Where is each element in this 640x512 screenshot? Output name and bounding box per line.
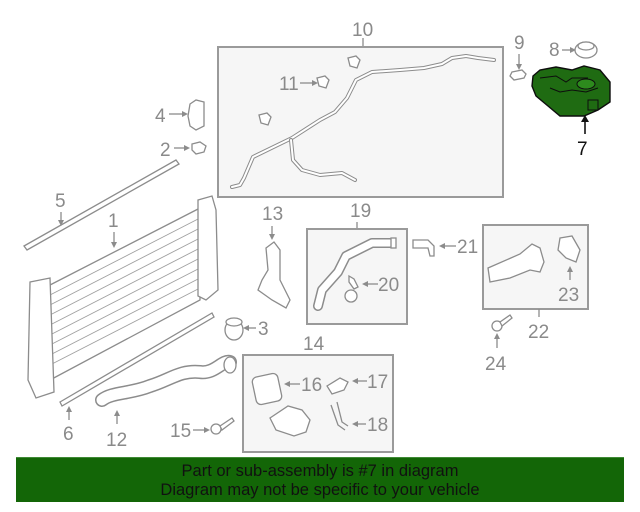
clip-icon [258, 55, 361, 126]
part-12-lower-hose[interactable]: 12 [95, 354, 237, 451]
banner-disclaimer: Diagram may not be specific to your vehi… [160, 481, 480, 499]
callout-22[interactable]: 22 [528, 322, 549, 343]
callout-4[interactable]: 4 [155, 106, 166, 127]
callout-1[interactable]: 1 [108, 211, 119, 232]
callout-14[interactable]: 14 [303, 334, 325, 355]
callout-15[interactable]: 15 [170, 421, 191, 442]
callout-11[interactable]: 11 [279, 74, 299, 95]
callout-12[interactable]: 12 [106, 430, 127, 451]
part-4-bracket[interactable]: 4 [155, 99, 205, 131]
part-8-cap[interactable]: 8 [549, 40, 598, 61]
group-22-thermostat-housing: 23 22 [482, 224, 589, 343]
callout-21[interactable]: 21 [457, 237, 478, 258]
callout-18[interactable]: 18 [367, 415, 388, 436]
part-5-seal[interactable]: 5 [23, 159, 180, 251]
callout-5[interactable]: 5 [55, 191, 66, 212]
part-13-outlet[interactable]: 13 [257, 204, 291, 309]
part-2-isolator[interactable]: 2 [160, 140, 207, 161]
group-10-hose-assembly: 10 11 [217, 20, 504, 198]
callout-24[interactable]: 24 [485, 354, 507, 375]
part-7-coolant-reservoir[interactable]: 7 [531, 65, 611, 160]
group-14-water-outlet: 14 16 17 18 [242, 334, 394, 453]
banner-part-note: Part or sub-assembly is #7 in diagram [181, 462, 459, 480]
callout-2[interactable]: 2 [160, 140, 171, 161]
callout-7[interactable]: 7 [577, 139, 588, 160]
info-banner: Part or sub-assembly is #7 in diagram Di… [16, 457, 624, 502]
callout-23[interactable]: 23 [558, 285, 579, 306]
callout-20[interactable]: 20 [378, 275, 399, 296]
callout-10[interactable]: 10 [352, 20, 373, 41]
part-21-connector[interactable]: 21 [412, 237, 478, 258]
part-1-radiator[interactable]: 1 [27, 195, 219, 399]
callout-19[interactable]: 19 [350, 201, 371, 222]
callout-8[interactable]: 8 [549, 40, 560, 61]
part-6-seal[interactable]: 6 [59, 312, 215, 445]
callout-3[interactable]: 3 [258, 319, 269, 340]
part-24-bolt[interactable]: 24 [485, 314, 513, 375]
part-3-cap[interactable]: 3 [224, 317, 269, 341]
callout-16[interactable]: 16 [301, 375, 322, 396]
callout-13[interactable]: 13 [262, 204, 283, 225]
callout-17[interactable]: 17 [367, 372, 388, 393]
callout-9[interactable]: 9 [514, 33, 525, 54]
group-19-hose: 19 20 [306, 201, 408, 325]
callout-6[interactable]: 6 [63, 424, 74, 445]
part-15-bolt[interactable]: 15 [170, 417, 235, 442]
part-9-bracket[interactable]: 9 [509, 33, 527, 81]
